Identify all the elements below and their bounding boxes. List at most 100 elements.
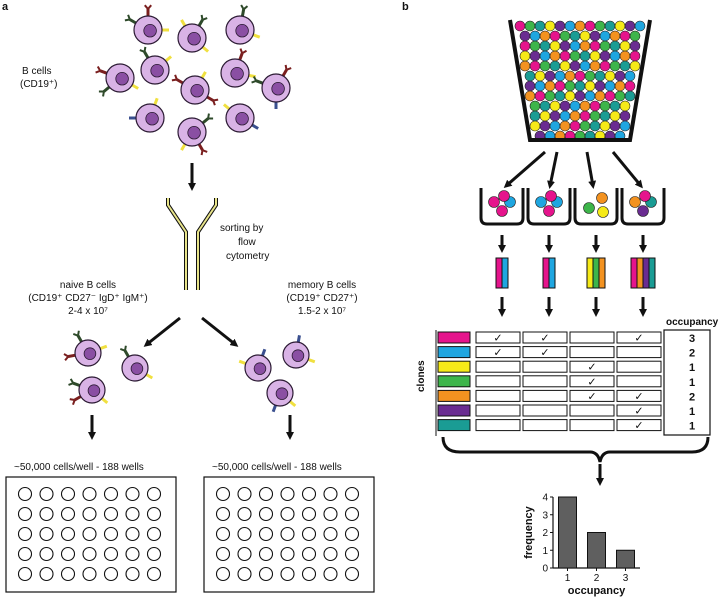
clone-ball bbox=[589, 120, 601, 132]
plate-well bbox=[82, 486, 97, 502]
table-cell bbox=[569, 331, 615, 344]
well-plate-left bbox=[5, 476, 177, 593]
plate-well bbox=[344, 566, 360, 582]
memory-b-cell bbox=[238, 348, 272, 382]
clone-ball bbox=[529, 50, 541, 62]
plate-well bbox=[258, 506, 274, 522]
clone-ball bbox=[584, 70, 596, 82]
clone-ball bbox=[539, 110, 551, 122]
wells-label-right: ~50,000 cells/well - 188 wells bbox=[212, 462, 342, 473]
clone-ball bbox=[599, 120, 611, 132]
clone-ball bbox=[619, 60, 631, 72]
memory-label: memory B cells bbox=[288, 280, 356, 291]
clone-ball bbox=[554, 20, 566, 32]
y-tick-label: 4 bbox=[542, 493, 548, 504]
plate-well bbox=[344, 506, 360, 522]
clone-ball bbox=[564, 80, 576, 92]
clone-ball bbox=[574, 80, 586, 92]
table-cell bbox=[522, 346, 568, 359]
check-mark: ✓ bbox=[634, 333, 643, 345]
occupancy-value: 1 bbox=[689, 377, 695, 389]
well-sequence-bars bbox=[495, 257, 656, 289]
clone-swatch bbox=[437, 360, 471, 373]
plate-well bbox=[344, 486, 360, 502]
plate-well bbox=[17, 486, 33, 502]
clone-ball bbox=[614, 80, 626, 92]
clone-ball bbox=[514, 20, 526, 32]
clone-ball bbox=[584, 90, 596, 102]
clone-ball bbox=[564, 20, 576, 32]
clone-ball bbox=[594, 80, 606, 92]
plate-well bbox=[146, 546, 162, 562]
sorting-label-line2: flow bbox=[238, 237, 257, 248]
clone-ball bbox=[594, 90, 606, 102]
table-cell bbox=[569, 346, 615, 359]
b-cell bbox=[171, 71, 219, 106]
y-tick-label: 3 bbox=[542, 510, 548, 521]
table-cell bbox=[475, 419, 521, 432]
clone-ball bbox=[599, 50, 611, 62]
clone-ball bbox=[569, 40, 581, 52]
x-axis-label: occupancy bbox=[568, 585, 626, 597]
clone-ball bbox=[584, 20, 596, 32]
clone-ball bbox=[559, 100, 571, 112]
plate-well bbox=[237, 506, 252, 522]
plate-well bbox=[125, 566, 140, 582]
clone-ball bbox=[539, 120, 551, 132]
b-cell bbox=[139, 46, 173, 85]
panel-b-letter: b bbox=[402, 1, 409, 13]
arrow-to-well-4 bbox=[611, 151, 643, 189]
panel-a-letter: a bbox=[2, 1, 9, 13]
clone-ball bbox=[619, 120, 631, 132]
table-cell bbox=[522, 389, 568, 402]
plate-well bbox=[60, 546, 76, 562]
clone-ball bbox=[559, 40, 571, 52]
clone-ball bbox=[569, 60, 581, 72]
table-cell bbox=[475, 404, 521, 417]
sampled-ball bbox=[543, 205, 555, 217]
flow-sorter-icon bbox=[166, 198, 218, 290]
naive-b-cell bbox=[68, 376, 109, 406]
sorting-label-line1: sorting by bbox=[220, 223, 263, 234]
clone-ball bbox=[569, 50, 581, 62]
panel-b: b ✓✓✓3✓✓2✓1✓1✓✓2✓1✓1 occupancy clones 01… bbox=[402, 1, 719, 597]
clones-axis-label: clones bbox=[416, 360, 427, 392]
clone-ball bbox=[624, 80, 636, 92]
memory-b-cells bbox=[238, 335, 316, 413]
plate-well bbox=[60, 566, 76, 582]
clone-ball bbox=[549, 50, 561, 62]
clone-ball bbox=[529, 60, 541, 72]
plate-well bbox=[215, 546, 231, 562]
clone-ball bbox=[589, 40, 601, 52]
clone-ball bbox=[549, 40, 561, 52]
clone-ball bbox=[569, 100, 581, 112]
clone-ball bbox=[534, 70, 546, 82]
plate-well bbox=[323, 566, 338, 582]
plate-well bbox=[39, 506, 54, 522]
plate-well bbox=[103, 486, 119, 502]
sampled-ball bbox=[597, 206, 609, 218]
clone-ball bbox=[534, 80, 546, 92]
check-mark: ✓ bbox=[540, 333, 549, 345]
plate-well bbox=[103, 506, 119, 522]
naive-b-cell bbox=[119, 345, 154, 382]
clone-ball bbox=[604, 80, 616, 92]
table-cell bbox=[616, 389, 662, 402]
clone-ball bbox=[559, 60, 571, 72]
clone-ball bbox=[524, 90, 536, 102]
sampled-ball bbox=[629, 196, 641, 208]
table-cell bbox=[475, 331, 521, 344]
well-grid-left bbox=[17, 486, 162, 582]
clone-ball bbox=[634, 20, 646, 32]
b-cells-marker-label: (CD19⁺) bbox=[20, 79, 58, 90]
clone-ball bbox=[549, 30, 561, 42]
clone-ball bbox=[564, 70, 576, 82]
clone-ball bbox=[534, 90, 546, 102]
plate-well bbox=[301, 486, 317, 502]
clone-ball bbox=[539, 60, 551, 72]
plate-well bbox=[103, 526, 119, 542]
plate-well bbox=[39, 546, 54, 562]
plate-well bbox=[125, 486, 140, 502]
sampled-ball bbox=[583, 202, 595, 214]
well-plate-right bbox=[203, 476, 375, 593]
